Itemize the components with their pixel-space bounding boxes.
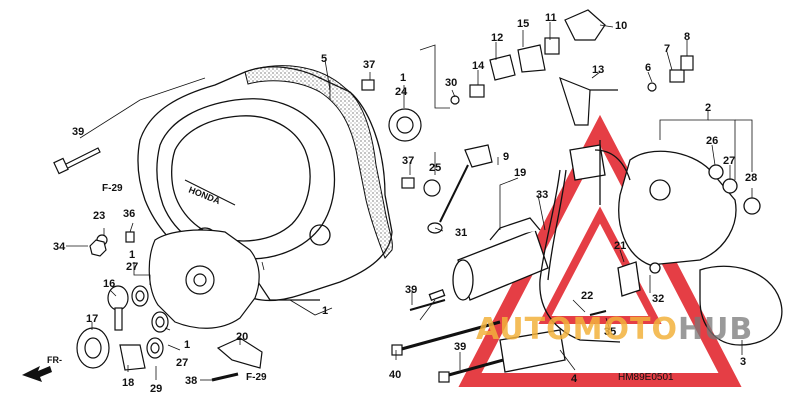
callout-2: 2: [705, 102, 712, 114]
callout-36: 36: [123, 208, 136, 220]
watermark-part3: HUB: [677, 312, 754, 347]
callout-7: 7: [664, 43, 671, 55]
gear-assembly: [76, 285, 169, 371]
callout-25: 25: [429, 162, 442, 174]
callout-39-a: 39: [72, 126, 85, 138]
callout-1-b: 1: [322, 305, 329, 317]
top-parts: [361, 9, 694, 142]
ref-f29-left: F-29: [102, 183, 123, 194]
ref-f29-bottom: F-29: [246, 372, 267, 383]
callout-5: 5: [321, 53, 328, 65]
callout-28: 28: [745, 172, 758, 184]
callout-33: 33: [536, 189, 549, 201]
callout-29: 29: [150, 383, 163, 395]
callout-3: 3: [740, 356, 747, 368]
front-arrow-icon: [22, 366, 52, 382]
bracket: [216, 337, 263, 369]
callout-21: 21: [614, 240, 627, 252]
callout-24: 24: [395, 86, 408, 98]
callout-1-a: 1: [400, 72, 407, 84]
callout-18: 18: [122, 377, 135, 389]
callout-39-b: 39: [405, 284, 418, 296]
callout-32: 32: [652, 293, 665, 305]
cover-gasket: [244, 65, 393, 259]
callout-17: 17: [86, 313, 99, 325]
inner-cover: [148, 229, 260, 329]
callout-37-b: 37: [402, 155, 415, 167]
callout-39-c: 39: [454, 341, 467, 353]
callout-13: 13: [592, 64, 605, 76]
callout-20: 20: [236, 331, 249, 343]
front-label: FR-: [47, 355, 62, 365]
callout-38: 38: [185, 375, 198, 387]
callout-27-c: 27: [176, 357, 189, 369]
callout-9: 9: [503, 151, 510, 163]
callout-27-a: 27: [723, 155, 736, 167]
callout-40: 40: [389, 369, 402, 381]
watermark-part2: MOTO: [572, 312, 678, 347]
callout-11: 11: [545, 12, 557, 24]
callout-15: 15: [517, 18, 530, 30]
callout-1-d: 1: [184, 339, 191, 351]
callout-16: 16: [103, 278, 116, 290]
callout-35: 35: [604, 326, 617, 338]
callout-37-a: 37: [363, 59, 376, 71]
leader-lines: [66, 22, 753, 381]
water-pump-assembly: [499, 140, 783, 373]
callout-26: 26: [706, 135, 719, 147]
callout-30: 30: [445, 77, 458, 89]
callout-23: 23: [93, 210, 106, 222]
callout-19: 19: [514, 167, 527, 179]
starter-motor: [428, 217, 549, 302]
bolt-38: [211, 372, 239, 382]
callout-10: 10: [615, 20, 628, 32]
callout-6: 6: [645, 62, 652, 74]
callout-34: 34: [53, 241, 66, 253]
callout-14: 14: [472, 60, 485, 72]
callout-1-c: 1: [129, 249, 136, 261]
watermark-logo: AUTOMOTOHUB: [476, 312, 753, 347]
callout-22: 22: [581, 290, 594, 302]
callout-8: 8: [684, 31, 691, 43]
diagram-code: HM89E0501: [618, 372, 674, 383]
callout-27-b: 27: [126, 261, 139, 273]
bolts-left: [53, 147, 135, 257]
callout-4: 4: [571, 373, 578, 385]
callout-31: 31: [455, 227, 468, 239]
callout-12: 12: [491, 32, 504, 44]
dipstick: [401, 144, 493, 234]
watermark-part1: AUTO: [476, 312, 573, 347]
